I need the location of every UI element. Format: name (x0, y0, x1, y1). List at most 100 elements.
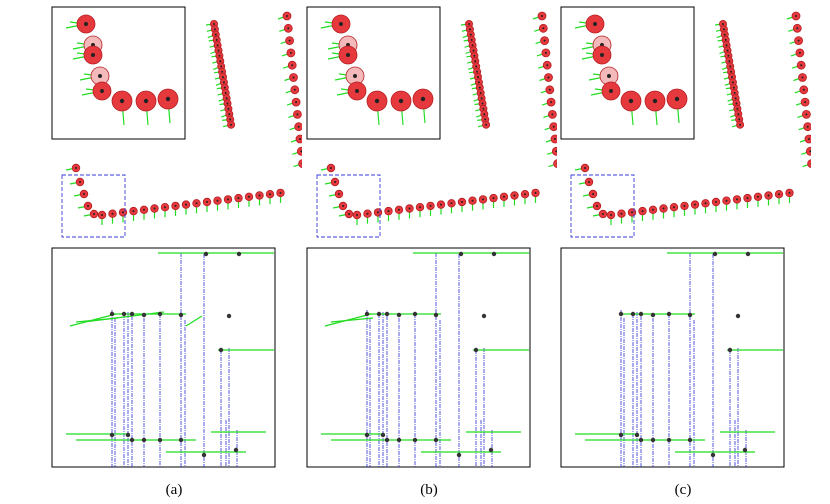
track-point (203, 251, 209, 257)
detection-marker (298, 159, 302, 168)
detection-center-dot (132, 210, 135, 213)
detection-center-dot (213, 28, 216, 31)
detection-center-dot (471, 44, 474, 47)
detection-center-dot (588, 181, 590, 183)
detection-center-dot (736, 198, 738, 201)
detection-center-dot (122, 211, 124, 214)
panel-c: (c) (555, 0, 811, 504)
detection-center-dot (153, 207, 156, 210)
detection-center-dot (593, 22, 597, 26)
detection-center-dot (731, 76, 733, 78)
detection-center-dot (480, 97, 483, 100)
detection-center-dot (723, 33, 726, 36)
detection-center-dot (802, 88, 805, 91)
detection-center-dot (543, 39, 546, 42)
detection-center-dot (296, 113, 299, 116)
detection-center-dot (286, 15, 288, 17)
detection-center-dot (269, 193, 271, 196)
detection-center-dot (795, 15, 797, 17)
detection-center-dot (227, 107, 230, 110)
detection-center-dot (387, 210, 390, 213)
track-point (687, 437, 693, 443)
detection-center-dot (143, 98, 149, 104)
detection-center-dot (757, 195, 759, 198)
detection-center-dot (75, 167, 77, 169)
track-point (396, 437, 402, 443)
detection-center-dot (806, 125, 809, 128)
detection-center-dot (398, 208, 400, 211)
detection-center-dot (420, 96, 426, 102)
detection-center-dot (513, 194, 516, 197)
detection-center-dot (641, 210, 644, 213)
panel-label-a: (a) (165, 482, 183, 498)
trajectory-frame (51, 247, 276, 468)
motion-segment (83, 311, 165, 323)
detection-center-dot (797, 39, 800, 42)
detection-center-dot (476, 70, 479, 73)
detection-center-dot (119, 98, 125, 104)
detection-center-dot (805, 113, 808, 116)
detection-center-dot (111, 212, 114, 215)
detection-center-dot (592, 193, 594, 195)
detection-marker (807, 159, 811, 168)
track-point (157, 437, 163, 443)
detection-center-dot (534, 191, 537, 194)
detection-center-dot (732, 86, 735, 89)
detection-center-dot (84, 22, 88, 26)
panel-c-graphic (560, 6, 811, 468)
detection-center-dot (662, 207, 665, 210)
detection-center-dot (728, 60, 731, 63)
detection-center-dot (610, 214, 612, 216)
detection-center-dot (220, 65, 223, 68)
detection-center-dot (725, 44, 728, 47)
detection-center-dot (377, 211, 379, 214)
detection-center-dot (295, 101, 298, 104)
track-point (650, 312, 656, 318)
detection-center-dot (217, 49, 220, 52)
detection-center-dot (800, 64, 803, 67)
detection-center-dot (798, 51, 801, 54)
track-point (650, 437, 656, 443)
detection-center-dot (620, 212, 623, 215)
detection-center-dot (808, 138, 810, 140)
detection-center-dot (216, 44, 219, 47)
detection-center-dot (300, 150, 302, 153)
detection-center-dot (346, 53, 350, 57)
detection-center-dot (334, 181, 336, 183)
track-point (109, 311, 115, 317)
detection-center-dot (222, 76, 224, 78)
detection-center-dot (548, 88, 551, 91)
detection-center-dot (724, 38, 727, 41)
detection-center-dot (547, 76, 550, 79)
detection-center-dot (726, 49, 729, 52)
track-point (233, 447, 239, 453)
detection-center-dot (230, 123, 233, 126)
detection-center-dot (342, 205, 344, 207)
detection-center-dot (356, 214, 358, 216)
detection-center-dot (374, 98, 380, 104)
detection-center-dot (737, 113, 740, 116)
detection-center-dot (722, 28, 725, 31)
detection-center-dot (788, 191, 791, 194)
track-point (129, 437, 135, 443)
detection-center-dot (225, 97, 228, 100)
detection-center-dot (733, 91, 736, 94)
detection-center-dot (674, 96, 680, 102)
detection-center-dot (546, 64, 549, 67)
detection-center-dot (419, 206, 421, 209)
detection-center-dot (468, 28, 471, 31)
track-point (456, 452, 462, 458)
detection-center-dot (484, 118, 487, 121)
roi-box (316, 174, 381, 238)
track-point (638, 311, 644, 317)
detection-center-dot (477, 76, 479, 78)
detection-center-dot (524, 193, 526, 196)
detection-center-dot (482, 107, 485, 110)
detection-center-dot (355, 89, 359, 93)
detection-center-dot (652, 98, 658, 104)
detection-center-dot (704, 202, 707, 205)
detection-center-dot (222, 81, 225, 84)
detection-center-dot (229, 118, 232, 121)
track-point (473, 347, 479, 353)
track-point (666, 437, 672, 443)
